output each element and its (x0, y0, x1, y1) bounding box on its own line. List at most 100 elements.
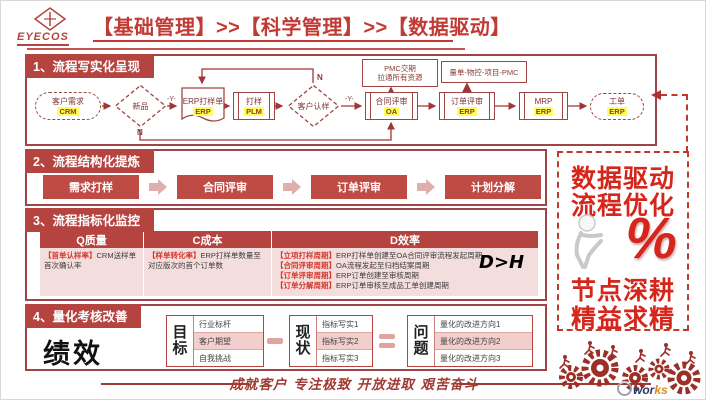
kpi-term: 【样单转化率】 (148, 251, 201, 260)
brand-text: wor (633, 383, 655, 397)
flow-node-contract-review: 合同评审 OA (365, 92, 418, 120)
data-driven-panel: 数据驱动 流程优化 % 节点深耕 精益求精 (557, 151, 689, 333)
system-tag-oa: OA (383, 106, 400, 116)
kpi-row: 【订单评审周期】ERP订单创建至审核周期 (276, 271, 534, 281)
performance-label: 绩效 (43, 339, 103, 369)
diamond-logo-icon (33, 7, 67, 31)
eworks-logo: works (617, 381, 668, 397)
header-quality: Q质量 (40, 231, 144, 248)
system-tag-erp-2: ERP (457, 106, 477, 116)
percent-sign: % (625, 206, 677, 271)
node-label: 打样 (246, 96, 262, 106)
branch-label-no-2: N (317, 73, 323, 82)
section4-title: 4、量化考核改善 (25, 304, 142, 328)
annotation-d-greater-h: D>H (479, 252, 525, 273)
panel-line-4: 精益求精 (570, 305, 675, 333)
node-label: 工单 (609, 97, 625, 106)
flow-node-mrp: MRP ERP (519, 92, 568, 120)
flow-node-customer-confirm: 客户认样 (287, 84, 340, 128)
kpi-desc: ERP打样单创建至OA合同评审流程发起周期 (336, 251, 483, 260)
problem-item: 量化的改进方向2 (435, 333, 532, 350)
kpi-row: 【订单分解周期】ERP订单审核至成品工单创建周期 (276, 281, 534, 291)
header-cost: C成本 (144, 231, 272, 248)
flow-node-new-product: 新品 (114, 84, 167, 128)
system-tag-plm: PLM (244, 106, 264, 116)
system-tag-erp: ERP (193, 106, 213, 116)
section3-title: 3、流程指标化监控 (25, 208, 154, 232)
footer-line-left (101, 383, 249, 385)
kpi-term: 【首单认样率】 (44, 251, 97, 260)
page-title: 【基础管理】>>【科学管理】>>【数据驱动】 (93, 17, 511, 39)
kpi-desc: CRM送样单首次确认率 (44, 251, 137, 270)
node-label: ERP打样单 (182, 96, 224, 106)
kpi-term: 【订单评审周期】 (276, 271, 336, 280)
eworks-swirl-icon (617, 381, 632, 396)
branch-label-no: N (137, 128, 143, 137)
info-line-1: PMC交期 (384, 64, 416, 73)
kpi-cost-cell: 【样单转化率】ERP打样单数量至对应版次的首个订单数 (144, 248, 272, 296)
gears-icon (559, 341, 701, 395)
title-underline-2 (27, 48, 465, 50)
kpi-desc: ERP订单审核至成品工单创建周期 (336, 281, 449, 290)
kpi-term: 【立项打样周期】 (276, 251, 336, 260)
document-shape (181, 87, 225, 122)
goal-label: 目标 (167, 316, 194, 366)
section-quantified-improvement: 4、量化考核改善 绩效 目标 行业标杆 客户期望 自我挑战 现状 指标写实1 指… (25, 304, 547, 371)
kpi-row: 【合同评审周期】OA流程发起至归档结案周期 (276, 261, 534, 271)
eyecos-logo: EYECOS (15, 7, 89, 46)
brand-text-accent: ks (654, 383, 668, 397)
problem-item: 量化的改进方向3 (440, 353, 501, 363)
step-contract-review: 合同评审 (177, 175, 273, 199)
branch-label-yes: -Y- (167, 96, 176, 103)
step-plan-decompose: 计划分解 (445, 175, 541, 199)
flow-connectors (102, 68, 588, 141)
section-process-structured: 2、流程结构化提炼 需求打样 合同评审 订单评审 计划分解 (25, 149, 547, 206)
panel-line-1: 数据驱动 (570, 165, 675, 193)
diamond-shape (287, 84, 340, 128)
system-tag-erp-3: ERP (533, 106, 554, 116)
step-arrow-icon (283, 179, 301, 195)
footer-slogan: 成就客户 专注极致 开放进取 艰苦奋斗 (229, 377, 479, 393)
info-box-order: 量单-物控-项目-PMC (441, 61, 527, 83)
kpi-table-header: Q质量 C成本 D效率 (40, 231, 538, 248)
logo-text: EYECOS (17, 31, 69, 46)
problem-item: 量化的改进方向1 (435, 316, 532, 333)
status-block: 现状 指标写实1 指标写实2 指标写实3 (289, 315, 373, 367)
feedback-arrow-icon (651, 90, 661, 100)
title-underline (93, 40, 453, 42)
feedback-dashed-line-v (686, 94, 688, 152)
kpi-term: 【订单分解周期】 (276, 281, 336, 290)
step-arrow-icon (417, 179, 435, 195)
section1-title: 1、流程写实化呈现 (25, 54, 154, 78)
goal-block: 目标 行业标杆 客户期望 自我挑战 (166, 315, 264, 367)
feedback-dashed-line-h (661, 94, 688, 96)
step-arrow-icon (149, 179, 167, 195)
info-line: 量单-物控-项目-PMC (449, 67, 519, 77)
step-demand-sampling: 需求打样 (43, 175, 139, 199)
panel-line-3: 节点深耕 (570, 277, 675, 305)
goal-item: 自我挑战 (199, 353, 231, 363)
person-pushing-icon (574, 214, 603, 269)
status-item: 指标写实3 (322, 353, 359, 363)
flow-node-customer-demand: 客户需求 CRM (35, 92, 101, 120)
kpi-desc: OA流程发起至归档结案周期 (336, 261, 430, 270)
flow-node-erp-sample-order: ERP打样单 ERP (180, 86, 226, 126)
kpi-quality-cell: 【首单认样率】CRM送样单首次确认率 (40, 248, 144, 296)
step-order-review: 订单评审 (311, 175, 407, 199)
section2-title: 2、流程结构化提炼 (25, 149, 154, 173)
kpi-desc: ERP订单创建至审核周期 (336, 271, 419, 280)
node-label: MRP (534, 96, 553, 106)
info-line-2: 拉通所有资源 (377, 73, 423, 82)
node-label: 客户认样 (297, 101, 330, 111)
system-tag-erp-4: ERP (607, 107, 627, 116)
kpi-efficiency-cell: 【立项打样周期】ERP打样单创建至OA合同评审流程发起周期 【合同评审周期】OA… (272, 248, 538, 296)
equals-icon-bottom (379, 343, 395, 348)
percent-graphic: % (561, 206, 685, 273)
section-kpi-monitoring: 3、流程指标化监控 Q质量 C成本 D效率 【首单认样率】CRM送样单首次确认率… (25, 208, 547, 301)
flow-node-sampling: 打样 PLM (233, 92, 275, 120)
goal-item: 客户期望 (194, 333, 263, 350)
status-item: 指标写实1 (317, 316, 372, 333)
node-label: 合同评审 (375, 96, 408, 106)
problem-label: 问题 (408, 316, 435, 366)
